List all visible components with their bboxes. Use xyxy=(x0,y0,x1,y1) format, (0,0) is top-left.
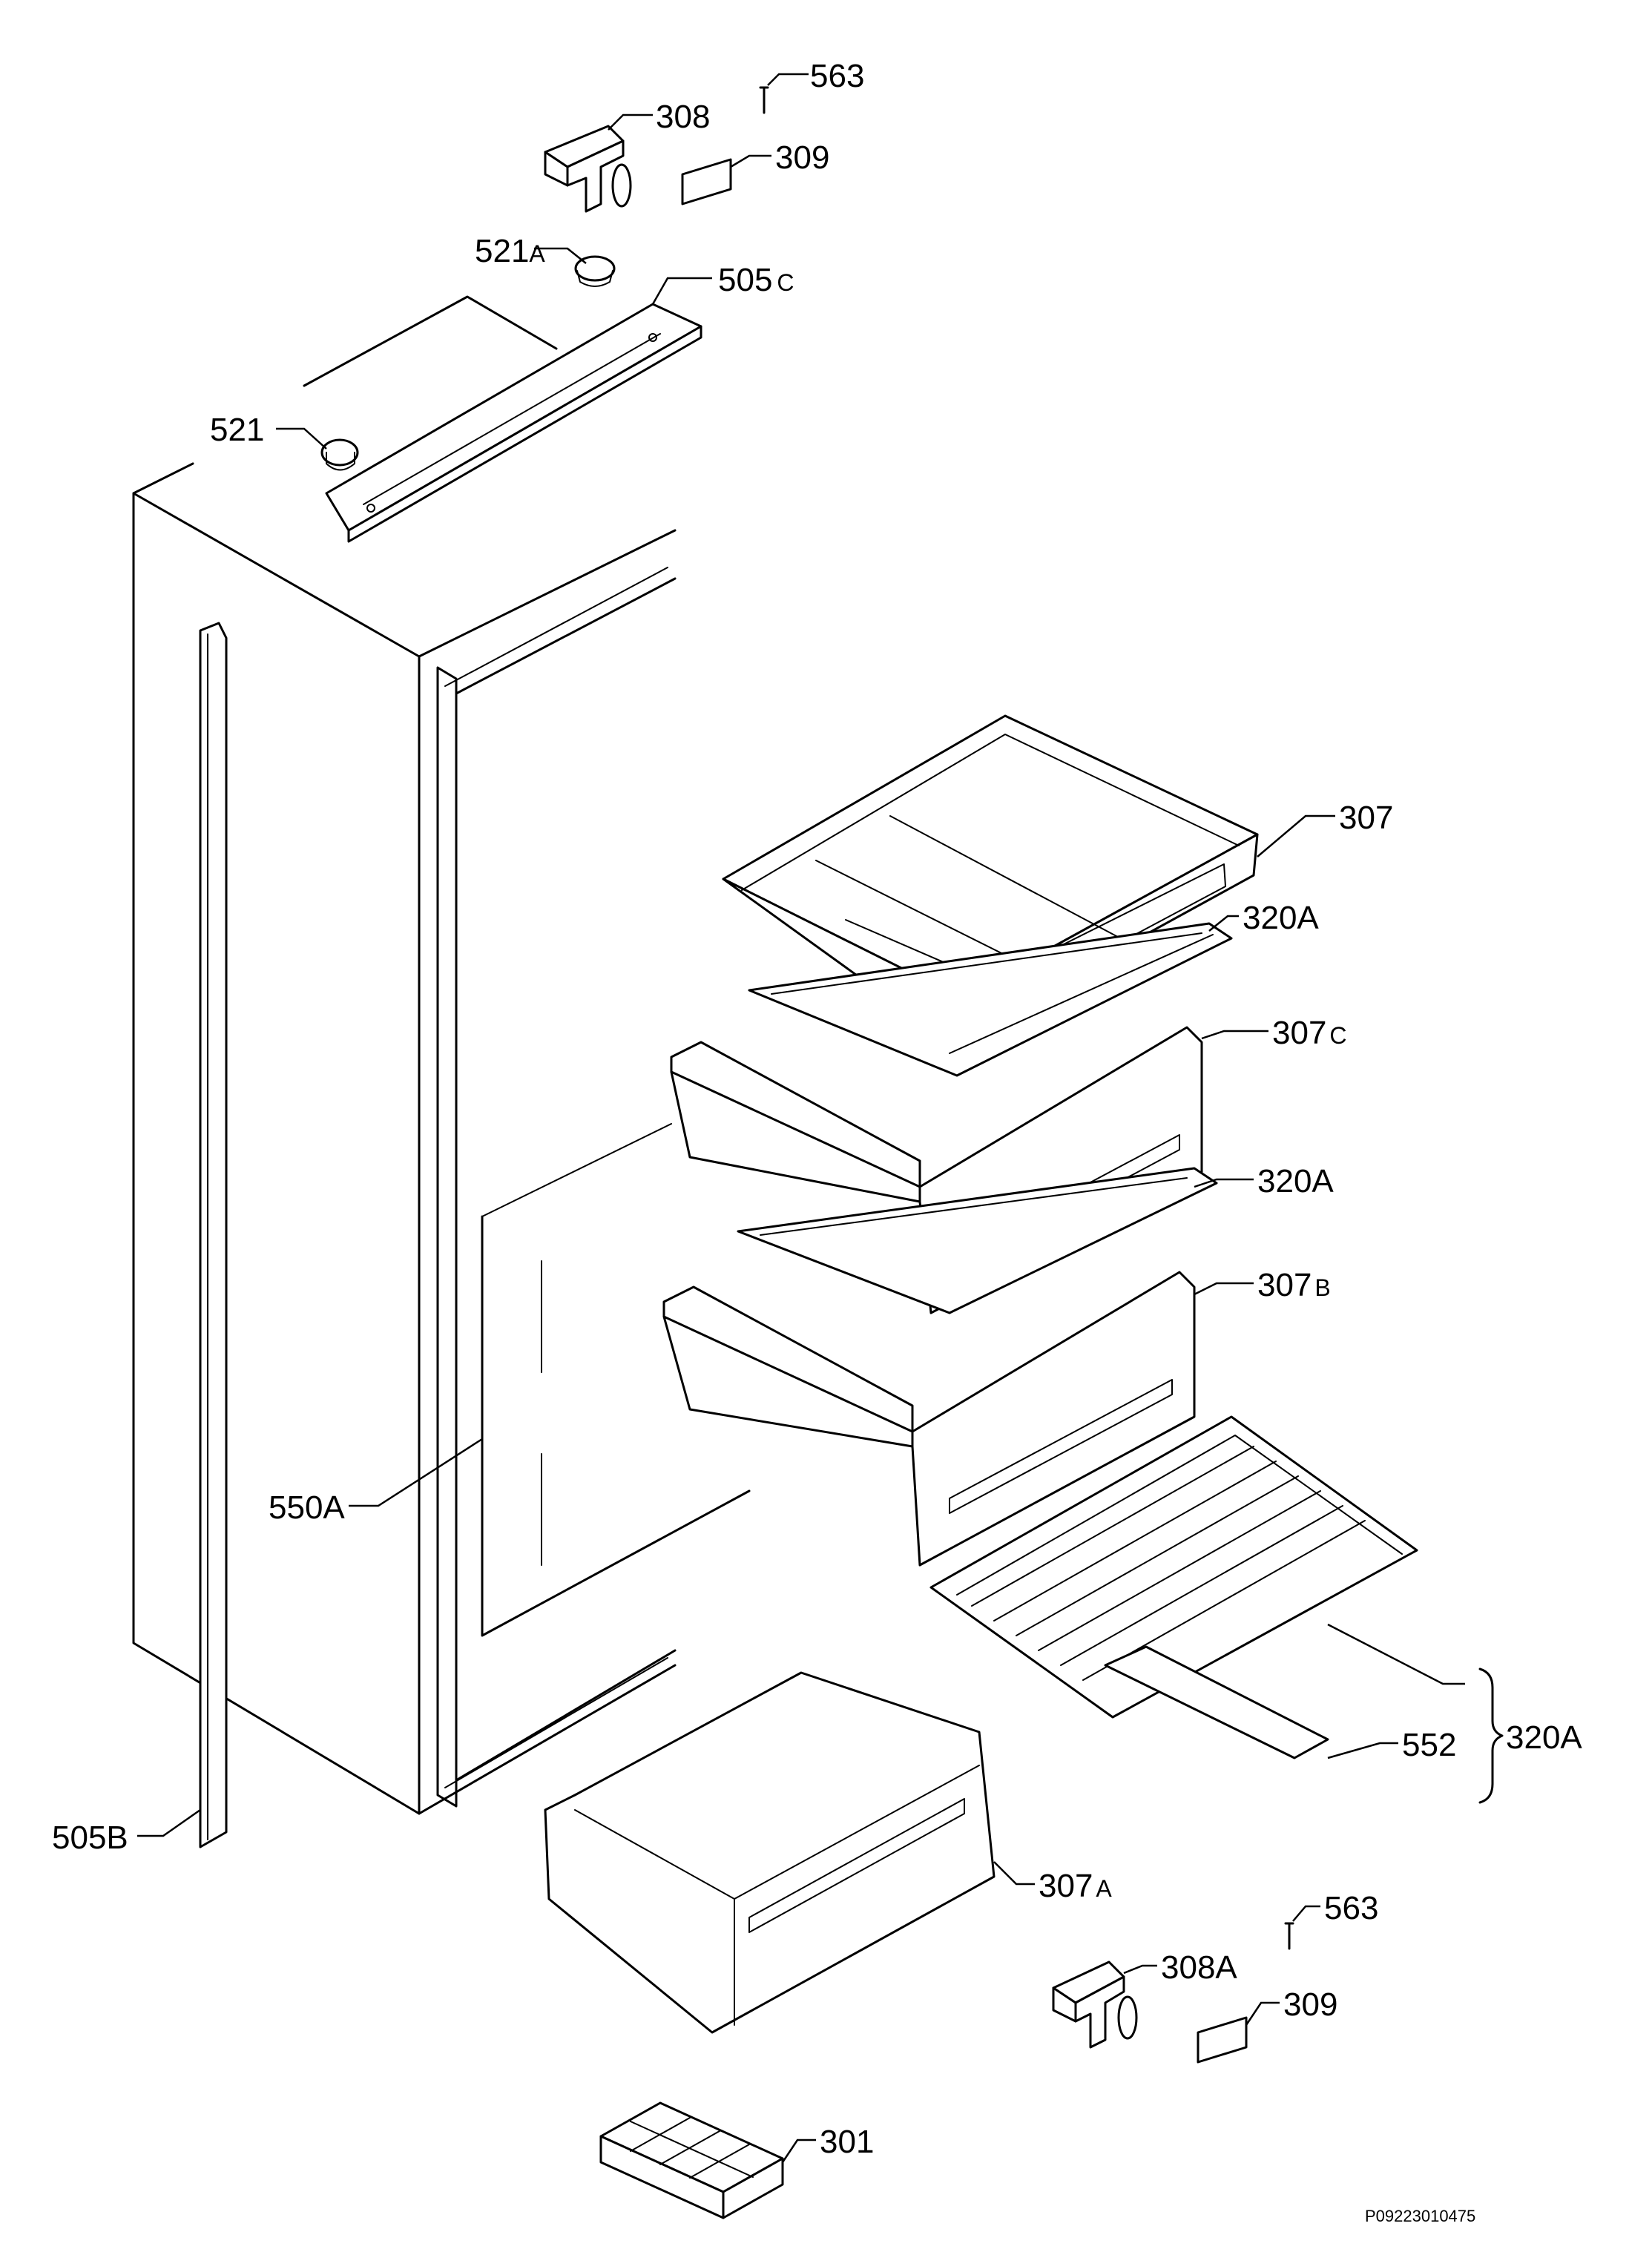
label-320a-3: 320A xyxy=(1506,1719,1582,1756)
back-panel-550a xyxy=(481,1123,751,1637)
door-strip-505b xyxy=(199,622,228,1848)
drawer-307a xyxy=(544,1671,996,2034)
shelf-320a-1 xyxy=(748,922,1233,1077)
label-563-top: 563 xyxy=(810,58,864,94)
label-307: 307 xyxy=(1339,800,1393,836)
label-309-top: 309 xyxy=(775,139,829,176)
label-521a: 521A xyxy=(475,233,545,269)
top-rail-505c xyxy=(325,303,702,543)
shelf-320a-2 xyxy=(737,1167,1218,1314)
screw-563-top xyxy=(759,86,769,114)
label-521: 521 xyxy=(210,412,264,448)
plate-309-top xyxy=(681,158,732,205)
leader-lines xyxy=(137,73,1504,2163)
plate-309-bottom xyxy=(1197,2016,1248,2064)
label-552: 552 xyxy=(1402,1727,1456,1763)
label-563-bottom: 563 xyxy=(1324,1890,1378,1926)
label-301: 301 xyxy=(820,2124,874,2160)
retainer-552 xyxy=(1104,1645,1329,1759)
figure-code: P09223010475 xyxy=(1365,2207,1475,2225)
label-308: 308 xyxy=(656,99,710,135)
label-505b: 505B xyxy=(52,1820,128,1856)
ice-tray-301 xyxy=(599,2101,784,2219)
label-550a: 550A xyxy=(269,1489,345,1526)
label-309-bottom: 309 xyxy=(1283,1986,1337,2023)
cap-521 xyxy=(320,438,359,471)
label-308a: 308A xyxy=(1161,1949,1237,1986)
drawer-307b xyxy=(662,1271,1196,1567)
label-320a-1: 320A xyxy=(1243,900,1319,936)
cabinet-body xyxy=(132,295,677,1815)
hinge-308a xyxy=(1052,1960,1138,2049)
label-320a-2: 320A xyxy=(1257,1163,1334,1199)
screw-563-bottom xyxy=(1284,1922,1294,1950)
cap-521a xyxy=(574,255,616,287)
hinge-308 xyxy=(544,125,632,213)
